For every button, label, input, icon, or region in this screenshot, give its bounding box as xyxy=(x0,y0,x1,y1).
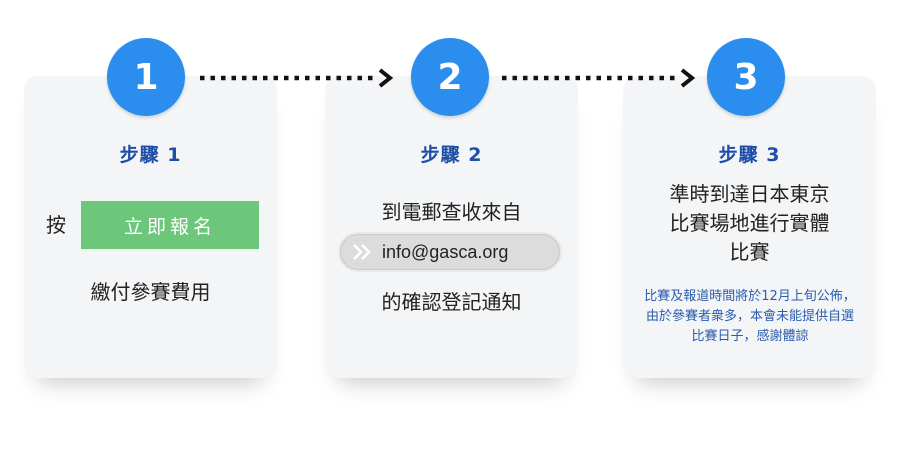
step-3-number-badge: 3 xyxy=(707,38,785,116)
check-email-text: 到電郵查收來自 xyxy=(381,200,522,224)
register-now-button[interactable]: 立即報名 xyxy=(81,201,259,251)
step-3-card xyxy=(623,76,876,378)
step-2-card xyxy=(325,76,578,378)
email-address-pill[interactable]: info@gasca.org xyxy=(338,232,562,272)
arrive-line-2: 比賽場地進行實體 xyxy=(669,211,830,235)
press-label: 按 xyxy=(46,213,66,237)
step-2-number-badge: 2 xyxy=(411,38,489,116)
dotted-arrow-icon xyxy=(502,68,696,88)
arrive-tokyo-text: 準時到達日本東京 比賽場地進行實體 比賽 xyxy=(623,180,876,267)
step-1-title: 步驟 1 xyxy=(119,144,182,166)
double-chevron-right-icon xyxy=(352,243,374,261)
arrive-line-3: 比賽 xyxy=(729,240,770,264)
step-1-number-badge: 1 xyxy=(107,38,185,116)
schedule-note: 比賽及報道時間將於12月上旬公佈，由於參賽者衆多，本會未能提供自選比賽日子，感謝… xyxy=(644,289,856,344)
arrive-line-1: 準時到達日本東京 xyxy=(669,182,830,206)
confirmation-notice-text: 的確認登記通知 xyxy=(381,290,522,314)
email-address-text: info@gasca.org xyxy=(382,241,509,262)
pay-fee-text: 繳付參賽費用 xyxy=(90,280,211,304)
dotted-arrow-icon xyxy=(200,68,394,88)
step-3-title: 步驟 3 xyxy=(718,144,781,166)
step-2-title: 步驟 2 xyxy=(420,144,483,166)
